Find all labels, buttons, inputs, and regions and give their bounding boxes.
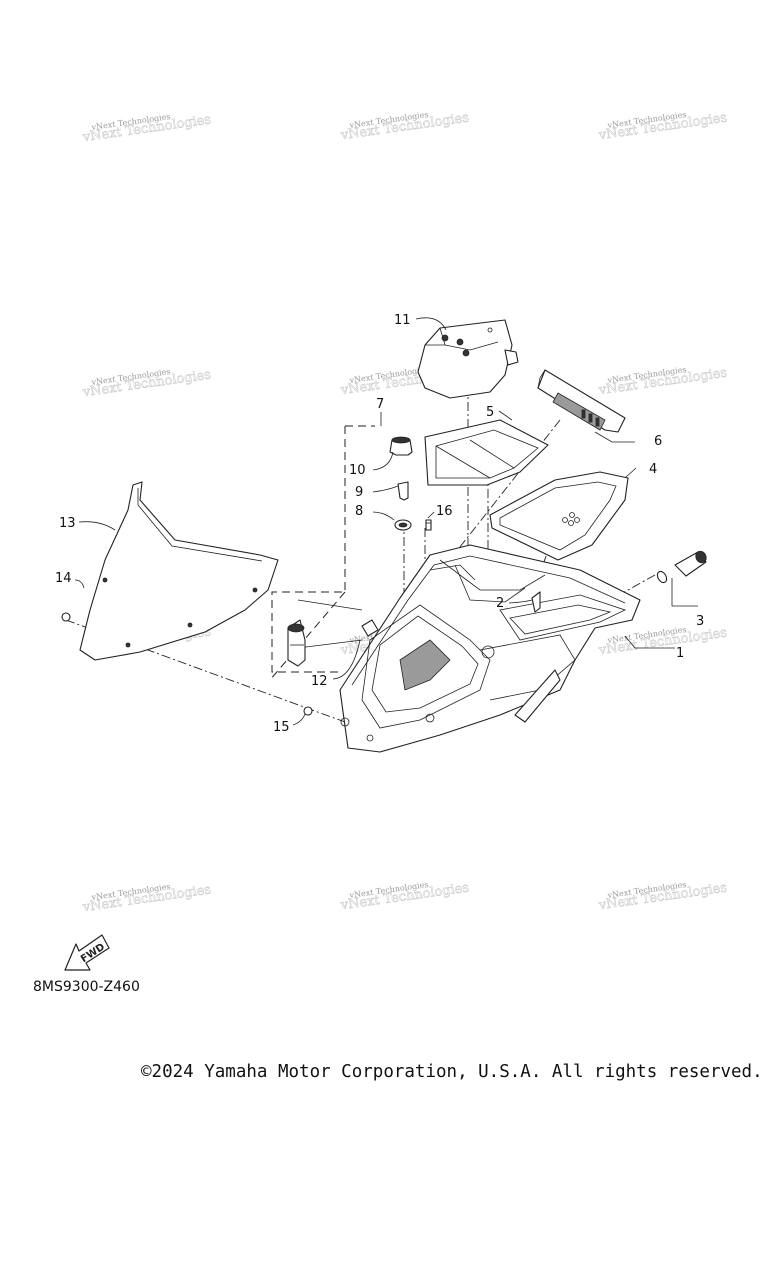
watermark-r4-c3: vNext Technologies vNext Technologies bbox=[597, 880, 728, 914]
part-12-switch-body bbox=[287, 619, 306, 667]
part-5-front-panel bbox=[424, 419, 549, 486]
part-10-switch-cap bbox=[389, 436, 413, 456]
part-14-nut bbox=[61, 612, 71, 622]
callout-7: 7 bbox=[376, 397, 384, 412]
watermark-r1-c2: vNext Technologies vNext Technologies bbox=[339, 110, 470, 144]
part-2-bolt bbox=[531, 591, 541, 613]
callout-5: 5 bbox=[486, 405, 494, 420]
watermark-r3-c3: vNext Technologies vNext Technologies bbox=[597, 625, 728, 659]
callout-14: 14 bbox=[55, 571, 72, 586]
callout-10: 10 bbox=[349, 463, 366, 478]
callout-1: 1 bbox=[676, 646, 684, 661]
part-16-screw bbox=[425, 519, 432, 531]
callout-15: 15 bbox=[273, 720, 290, 735]
callout-4: 4 bbox=[649, 462, 657, 477]
callout-16: 16 bbox=[436, 504, 453, 519]
callout-6: 6 bbox=[654, 434, 662, 449]
diagram-code: 8MS9300-Z460 bbox=[33, 979, 140, 995]
part-4-rear-panel bbox=[489, 471, 629, 561]
callout-11: 11 bbox=[394, 313, 411, 328]
part-6-meter bbox=[537, 369, 626, 433]
part-11-meter-cover bbox=[417, 319, 519, 399]
callout-8: 8 bbox=[355, 504, 363, 519]
part-13-windshield bbox=[79, 481, 279, 661]
watermark-r4-c2: vNext Technologies vNext Technologies bbox=[339, 880, 470, 914]
callout-12: 12 bbox=[311, 674, 328, 689]
callout-2: 2 bbox=[496, 596, 504, 611]
fwd-arrow-icon: FWD bbox=[64, 934, 110, 971]
watermark-r4-c1: vNext Technologies vNext Technologies bbox=[81, 882, 212, 916]
watermark-r2-c3: vNext Technologies vNext Technologies bbox=[597, 365, 728, 399]
watermark-r1-c3: vNext Technologies vNext Technologies bbox=[597, 110, 728, 144]
part-9-key bbox=[397, 481, 409, 501]
callout-9: 9 bbox=[355, 485, 363, 500]
part-15-nut bbox=[303, 706, 313, 716]
watermark-r1-c1: vNext Technologies vNext Technologies bbox=[81, 112, 212, 146]
part-8-ring bbox=[394, 519, 412, 531]
watermark-r2-c1: vNext Technologies vNext Technologies bbox=[81, 367, 212, 401]
callout-13: 13 bbox=[59, 516, 76, 531]
part-3-socket bbox=[656, 550, 707, 607]
part-12-switch-nut bbox=[361, 619, 379, 637]
leader-lines bbox=[74, 317, 675, 726]
part-1-hood bbox=[339, 544, 641, 753]
callouts: 1 2 3 4 5 6 7 8 9 10 11 12 13 14 15 16 bbox=[55, 313, 704, 735]
callout-3: 3 bbox=[696, 614, 704, 629]
copyright-notice: ©2024 Yamaha Motor Corporation, U.S.A. A… bbox=[141, 1062, 763, 1082]
